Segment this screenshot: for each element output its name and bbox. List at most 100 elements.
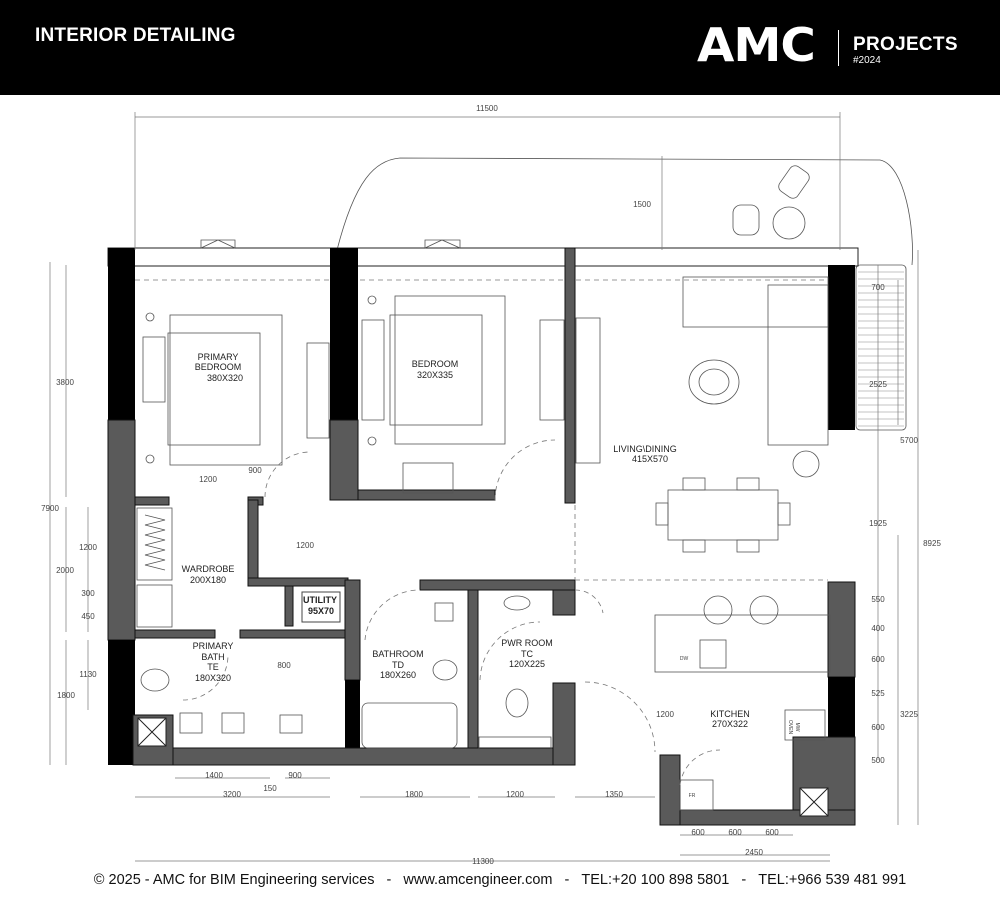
room-size: 180X260 (380, 670, 416, 680)
dim-label: 1925 (869, 519, 887, 528)
website-link[interactable]: www.amcengineer.com (403, 872, 553, 888)
room-size: 120X225 (509, 659, 545, 669)
footer: © 2025 - AMC for BIM Engineering service… (0, 872, 1000, 888)
window-markers (200, 239, 461, 249)
room-bedroom: BEDROOM 320X335 (412, 359, 459, 380)
room-wardrobe: WARDROBE 200X180 (182, 564, 235, 585)
room-name: PRIMARY (198, 352, 239, 362)
top-facade (107, 247, 859, 267)
balcony-outline (336, 157, 913, 266)
project-year: #2024 (853, 55, 881, 66)
oven-label: OVEN (787, 720, 793, 735)
room-name: BEDROOM (195, 362, 242, 372)
room-utility: UTILITY 95X70 (301, 591, 341, 623)
room-size: 320X335 (417, 370, 453, 380)
room-code: TC (521, 649, 533, 659)
deck-slats (855, 264, 907, 431)
dim-label: 3800 (56, 378, 74, 387)
room-pwr-room: PWR ROOM TC 120X225 (501, 638, 553, 669)
dim-label: 150 (263, 784, 277, 793)
primary-bed (142, 312, 330, 466)
dim-label: 1130 (79, 670, 97, 679)
room-code: TE (207, 662, 219, 672)
living-furniture (655, 276, 829, 553)
dim-label: 900 (288, 771, 302, 780)
walls (107, 247, 856, 826)
room-name: WARDROBE (182, 564, 235, 574)
dim-label: 2450 (745, 848, 763, 857)
dim-label: 8925 (923, 539, 941, 548)
dim-label: 5700 (900, 436, 918, 445)
kitchen-counters (654, 595, 831, 811)
dim-label: 800 (277, 661, 291, 670)
room-size: 180X320 (195, 673, 231, 683)
dim-label: 450 (81, 612, 95, 621)
dim-label: 1500 (633, 200, 651, 209)
bath-fixtures (140, 595, 552, 750)
dim-label: 550 (871, 595, 885, 604)
deck-slat-lines (858, 271, 904, 427)
dim-label: 1800 (57, 691, 75, 700)
dim-label: 2525 (869, 380, 887, 389)
room-size: 380X320 (207, 373, 243, 383)
wardrobe-fixtures (136, 462, 454, 628)
dim-label: 500 (871, 756, 885, 765)
room-kitchen: KITCHEN 270X322 (710, 709, 750, 729)
page-title: INTERIOR DETAILING (35, 25, 236, 46)
dim-label: 1200 (296, 541, 314, 550)
dim-label: 1200 (79, 543, 97, 552)
microwave-label: MW (794, 723, 800, 732)
dishwasher-label: DW (680, 656, 689, 662)
room-name: KITCHEN (710, 709, 750, 719)
dim-label: 11500 (476, 104, 498, 113)
dim-label: 1350 (605, 790, 623, 799)
footer-separator: - (386, 872, 392, 888)
room-name: LIVING\DINING (613, 444, 677, 454)
projects-label: PROJECTS (853, 34, 958, 55)
logo-divider (838, 30, 839, 66)
footer-separator: - (564, 872, 570, 888)
room-living-dining: LIVING\DINING 415X570 (613, 444, 677, 464)
room-name: BATHROOM (372, 649, 423, 659)
dim-label: 1200 (199, 475, 217, 484)
dim-label: 1200 (656, 710, 674, 719)
dim-label: 600 (765, 828, 779, 837)
dim-label: 1400 (205, 771, 223, 780)
dim-label: 525 (871, 689, 885, 698)
dim-label: 2000 (56, 566, 74, 575)
balcony-chair-1 (732, 165, 810, 240)
room-bathroom: BATHROOM TD 180X260 (372, 649, 423, 680)
fridge-label: FR (689, 793, 696, 799)
dim-label: 3225 (900, 710, 918, 719)
room-name: BATH (201, 652, 224, 662)
room-primary-bath: PRIMARY BATH TE 180X320 (193, 641, 234, 683)
room-code: TD (392, 660, 404, 670)
dim-label: 600 (728, 828, 742, 837)
room-name: PWR ROOM (501, 638, 553, 648)
room-primary-bedroom: PRIMARY BEDROOM 380X320 (195, 352, 243, 383)
room-size: 200X180 (190, 575, 226, 585)
bedroom-bed (361, 295, 601, 464)
dim-label: 700 (871, 283, 885, 292)
dim-label: 300 (81, 589, 95, 598)
dim-label: 400 (871, 624, 885, 633)
phone-egypt: TEL:+20 100 898 5801 (581, 872, 730, 888)
dimension-lines (49, 112, 919, 862)
dim-label: 600 (871, 723, 885, 732)
amc-logo: AMC (697, 18, 816, 72)
room-size: 95X70 (308, 606, 334, 616)
dim-label: 11300 (472, 857, 494, 866)
dim-label: 1800 (405, 790, 423, 799)
shafts (137, 717, 829, 817)
room-name: UTILITY (303, 595, 337, 605)
room-size: 270X322 (712, 719, 748, 729)
dim-label: 600 (871, 655, 885, 664)
door-swings (182, 439, 721, 786)
room-size: 415X570 (632, 454, 668, 464)
dim-label: 7900 (41, 504, 59, 513)
dim-label: 1200 (506, 790, 524, 799)
header-bar: INTERIOR DETAILING AMC PROJECTS #2024 (0, 0, 1000, 95)
footer-separator: - (741, 872, 747, 888)
dim-label: 900 (248, 466, 262, 475)
room-name: PRIMARY (193, 641, 234, 651)
